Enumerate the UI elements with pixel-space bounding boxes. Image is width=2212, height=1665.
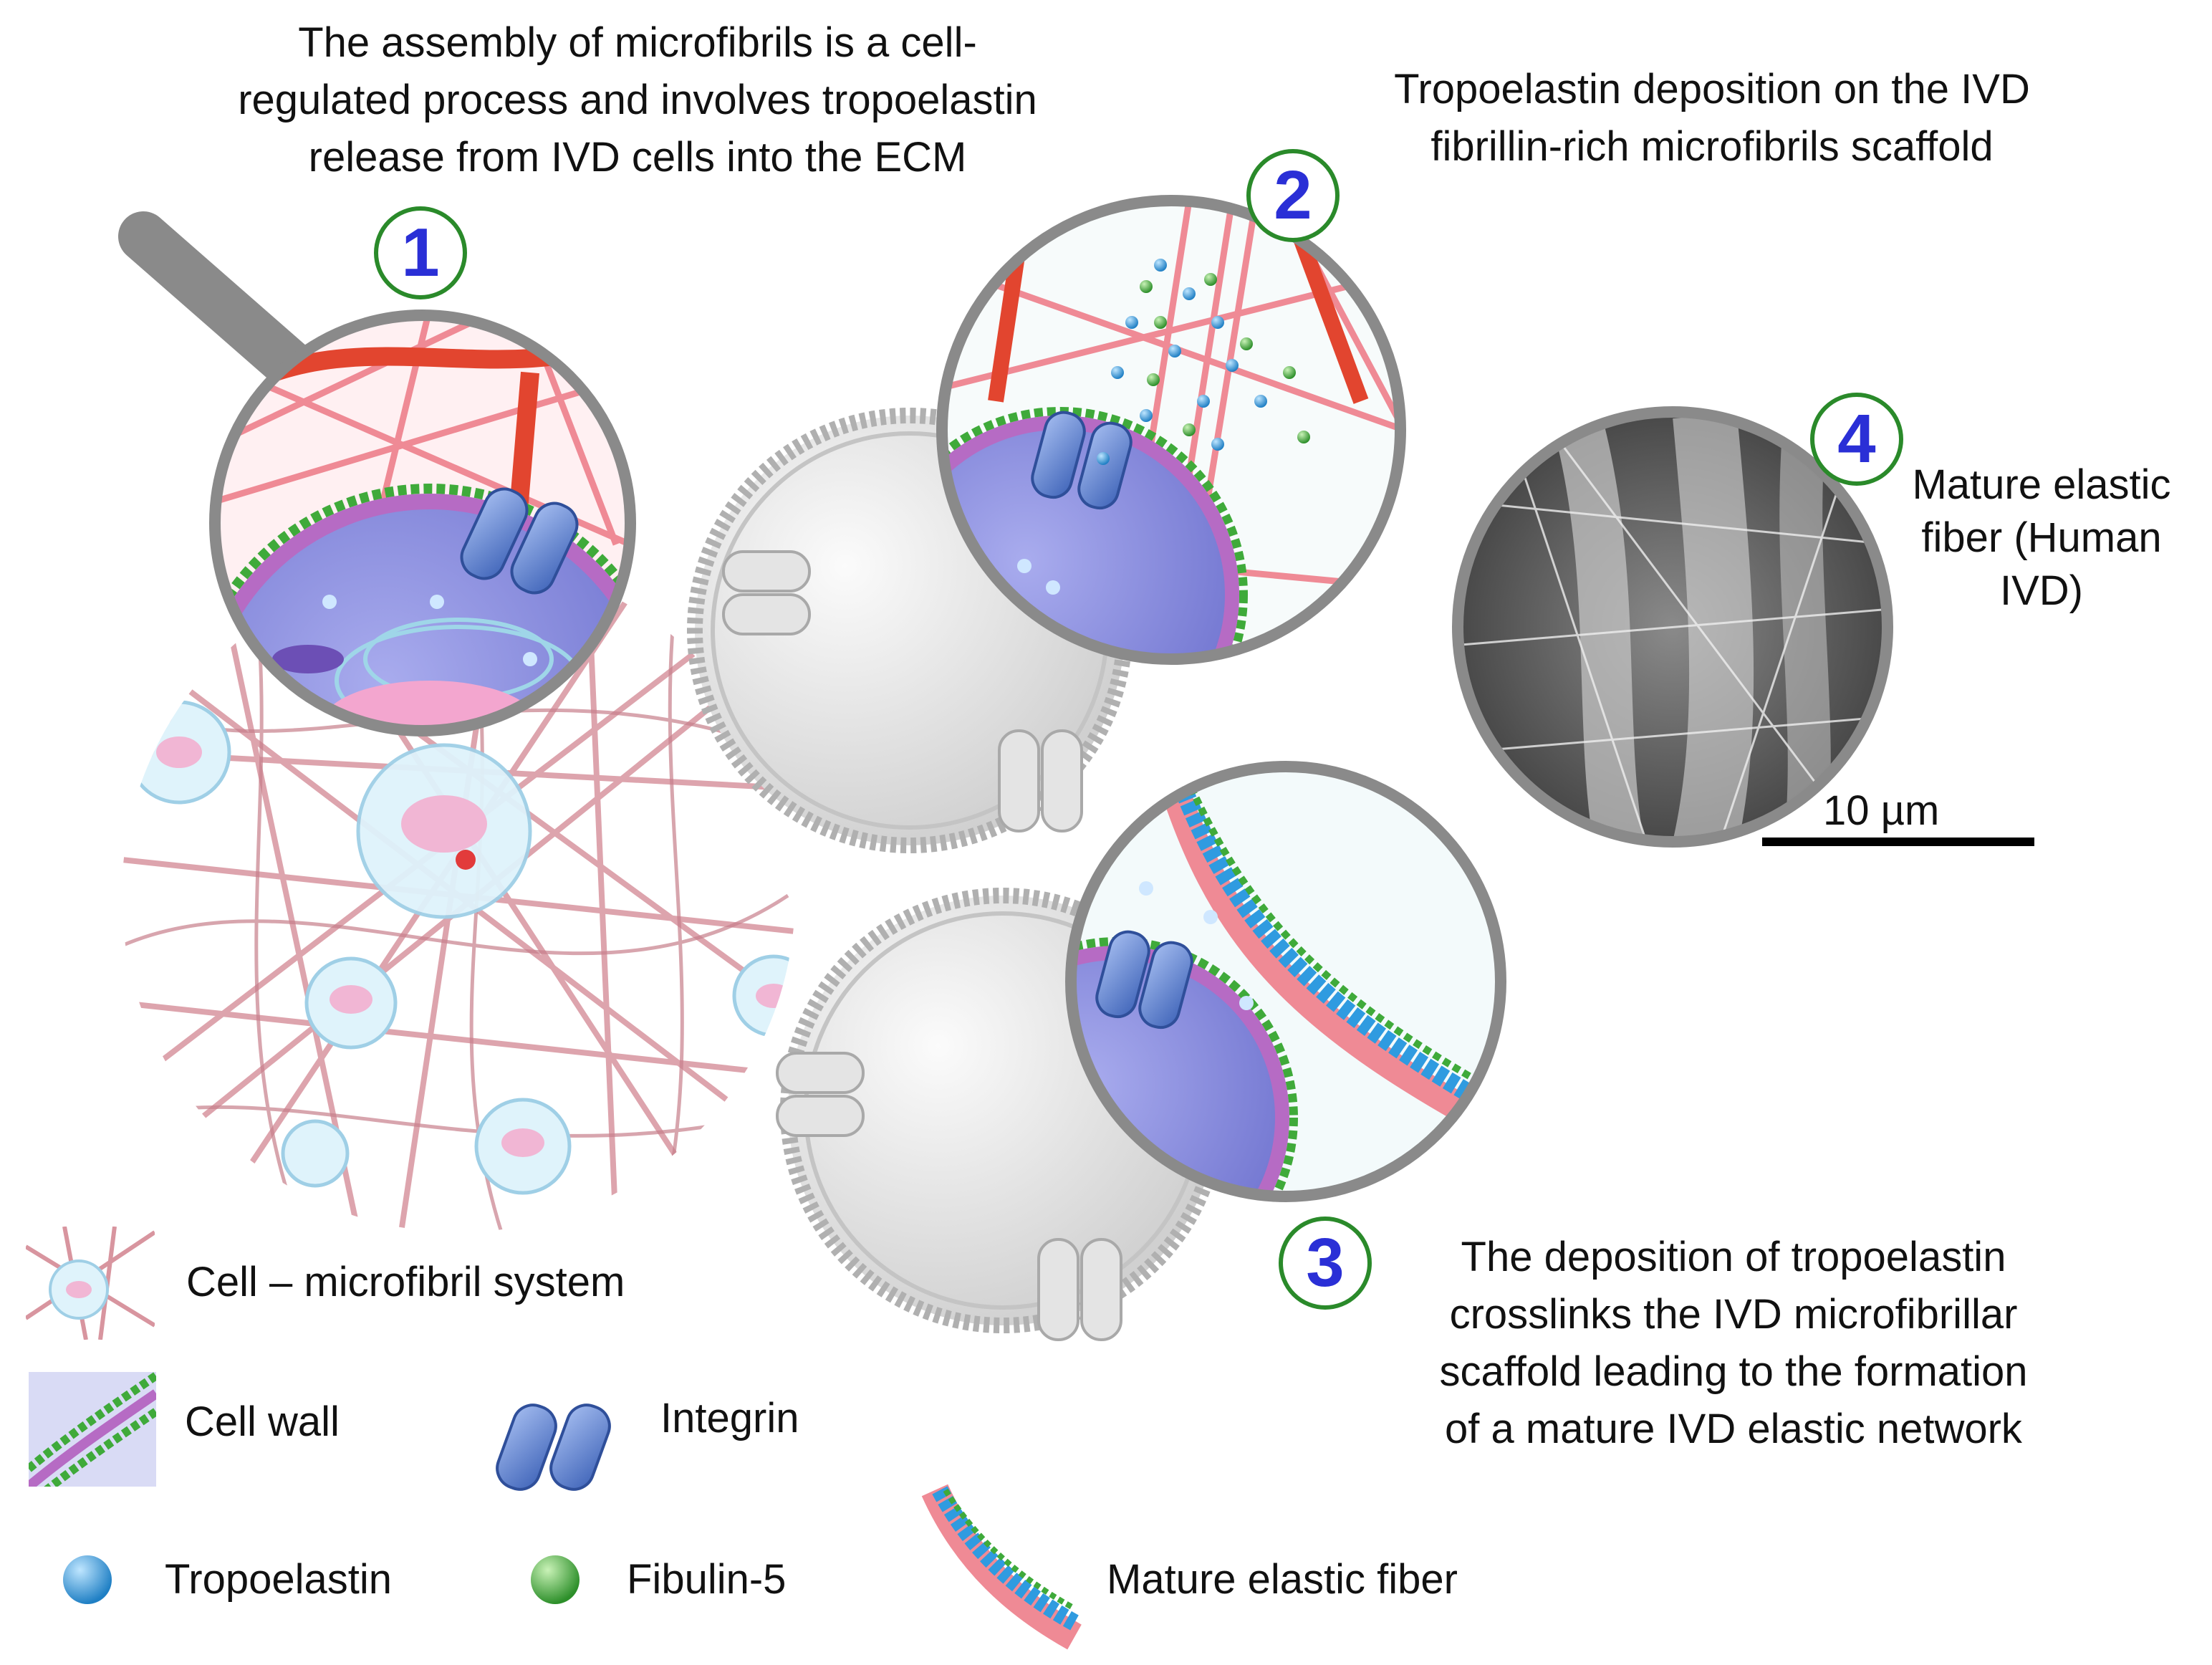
step-3-caption: The deposition of tropoelastin crosslink… — [1439, 1234, 2028, 1452]
legend-cell-wall-label: Cell wall — [185, 1398, 340, 1445]
lens-3-elastic-network — [1065, 761, 1506, 1202]
tropoelastin-particles — [1097, 259, 1267, 465]
legend-icon-tropoelastin — [63, 1555, 112, 1604]
legend-mature-fiber-label: Mature elastic fiber — [1107, 1556, 1458, 1603]
step-2-badge: 2 — [1246, 149, 1340, 242]
legend-integrin-label: Integrin — [660, 1395, 799, 1441]
step-1-caption: The assembly of microfibrils is a cell- … — [238, 19, 1037, 181]
lens-4-sem-image — [1452, 406, 1893, 848]
legend-icon-fibulin5 — [531, 1555, 580, 1604]
legend-tropoelastin-label: Tropoelastin — [165, 1556, 393, 1603]
step-2-caption: Tropoelastin deposition on the IVD fibri… — [1394, 66, 2030, 170]
lens-1-cell-detail — [209, 310, 636, 736]
legend-cell-microfibril-label: Cell – microfibril system — [186, 1259, 625, 1305]
legend-icon-mature-fiber — [921, 1484, 1082, 1650]
fibulin5-particles — [1140, 273, 1310, 443]
step-1-badge: 1 — [374, 206, 467, 299]
legend-icon-cell-microfibril — [26, 1227, 155, 1340]
legend-icon-cell-wall — [29, 1372, 156, 1487]
scale-bar-label: 10 µm — [1823, 787, 1940, 834]
legend-icon-integrin — [496, 1404, 611, 1491]
legend-fibulin5-label: Fibulin-5 — [627, 1556, 787, 1603]
step-3-badge: 3 — [1279, 1217, 1372, 1310]
step-4-caption: Mature elastic fiber (Human IVD) — [1912, 461, 2171, 614]
step-4-badge: 4 — [1810, 393, 1903, 486]
